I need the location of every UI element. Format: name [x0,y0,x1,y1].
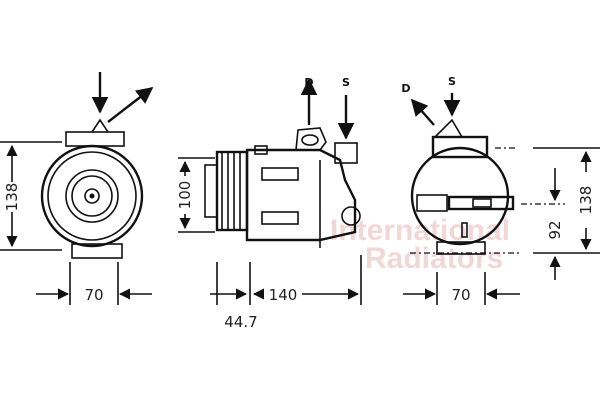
side-discharge-label: D [304,76,313,89]
watermark-line2: Radiators [365,242,503,275]
side-offset-label: 44.7 [224,313,257,331]
rear-width-label: 70 [451,286,470,304]
rear-suction-label: S [448,75,456,88]
rear-height-label: 138 [577,186,595,215]
side-height-label: 100 [176,181,194,210]
discharge-arrow-icon [107,86,154,123]
front-view: 138 70 [0,72,154,305]
discharge-arrow-icon [410,98,435,126]
rear-discharge-label: D [401,82,410,95]
front-width-label: 70 [84,286,103,304]
rear-view: D S 138 92 70 [401,75,600,305]
watermark: International Radiators [330,214,510,275]
rear-port-height-label: 92 [546,220,564,239]
front-height-label: 138 [3,183,21,212]
side-suction-label: S [342,76,350,89]
side-length-label: 140 [269,286,298,304]
side-view: D S 100 140 44.7 [176,76,362,331]
